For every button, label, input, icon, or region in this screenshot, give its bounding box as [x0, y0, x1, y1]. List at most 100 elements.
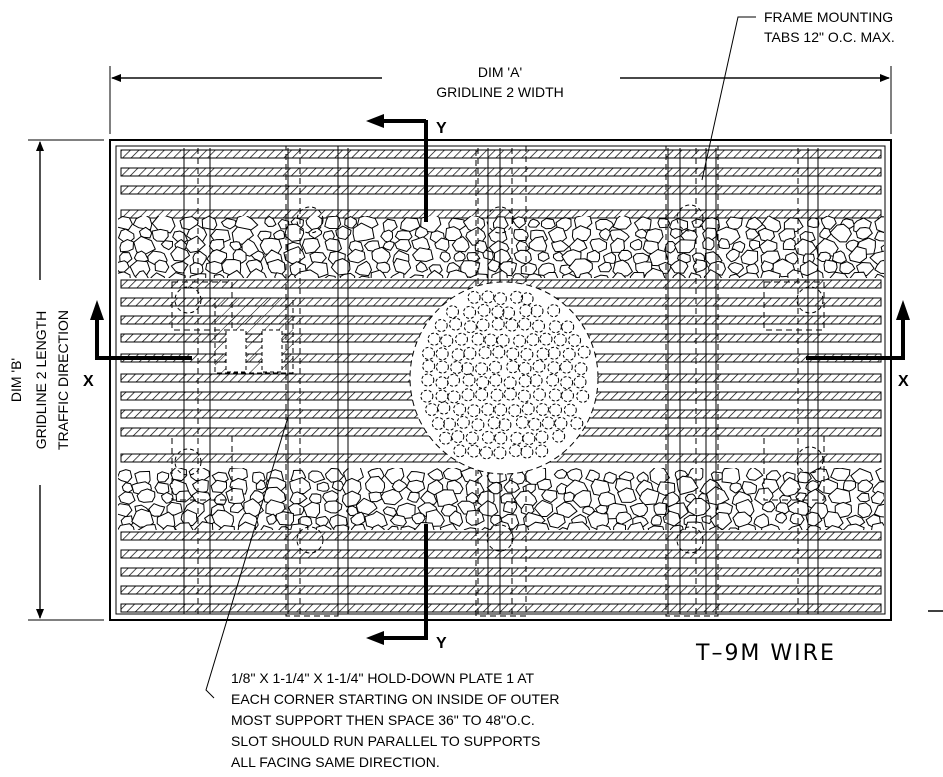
center-dashed-circle [528, 417, 542, 431]
rock [426, 269, 444, 278]
rock [857, 502, 873, 519]
rock [415, 261, 429, 273]
rock [168, 272, 186, 278]
rock [341, 490, 361, 508]
center-dashed-circle [431, 417, 445, 430]
rock [728, 527, 739, 530]
rock [874, 273, 884, 278]
y-bottom-label: Y [436, 635, 447, 652]
rock [855, 226, 873, 240]
rock [526, 273, 542, 278]
rock [829, 271, 849, 278]
rock [856, 492, 870, 503]
rock [324, 274, 336, 278]
center-dashed-circle [427, 332, 441, 346]
rock [543, 272, 559, 278]
center-dashed-circle [559, 360, 573, 374]
rock [185, 235, 206, 254]
frame-mounting-line2: TABS 12" O.C. MAX. [764, 29, 895, 45]
dim-b-sublabel: GRIDLINE 2 LENGTH [33, 311, 49, 449]
rock [278, 526, 291, 530]
rock [339, 272, 356, 278]
center-dashed-circle [510, 290, 524, 304]
rock [225, 487, 246, 506]
dashed-circle [486, 206, 514, 234]
rock [151, 216, 176, 234]
rock [419, 490, 438, 505]
rock [555, 501, 578, 519]
rock [825, 524, 843, 530]
center-dashed-circle [489, 373, 503, 387]
center-dashed-circle [508, 404, 522, 418]
hold-down-line5: ALL FACING SAME DIRECTION. [231, 754, 440, 770]
center-dashed-circle [465, 431, 479, 445]
rock [503, 479, 521, 493]
frame-outline [109, 139, 892, 621]
rock [571, 225, 591, 242]
rock [820, 216, 837, 230]
center-dashed-circle [576, 389, 590, 403]
dashed-circle [796, 446, 824, 474]
grating-bar [120, 567, 882, 577]
center-dashed-circle [547, 304, 561, 318]
rock [740, 249, 759, 266]
rock [308, 493, 322, 505]
rock [194, 521, 214, 530]
rock [688, 272, 702, 278]
rock [135, 270, 149, 278]
center-dashed-circle [563, 403, 577, 417]
rock [350, 511, 366, 527]
dim-a-sublabel: GRIDLINE 2 WIDTH [436, 84, 564, 100]
rock [842, 480, 857, 492]
rock [350, 523, 366, 530]
rock [725, 248, 740, 263]
rock [371, 524, 385, 530]
rock [213, 273, 225, 278]
rock [118, 260, 130, 273]
center-dashed-circle [484, 333, 498, 347]
rock [875, 468, 884, 482]
rock [807, 217, 820, 229]
rock [409, 274, 424, 278]
rock [170, 468, 187, 482]
center-dashed-circle [479, 446, 493, 460]
rock [316, 481, 330, 492]
rock [211, 509, 235, 529]
rock [871, 522, 884, 530]
rock [435, 489, 459, 507]
rock [166, 501, 183, 516]
center-dashed-circle [517, 389, 531, 403]
rock [405, 479, 426, 495]
hold-down-line4: SLOT SHOULD RUN PARALLEL TO SUPPORTS [231, 733, 540, 749]
rock [874, 230, 884, 242]
rock [502, 500, 518, 515]
drawing-title: T–9M WIRE [695, 641, 836, 666]
rock [400, 525, 416, 530]
center-dashed-circle [529, 374, 543, 387]
rock [191, 478, 209, 494]
rock [552, 251, 565, 262]
rock [540, 217, 556, 230]
rock [672, 272, 687, 278]
rock [290, 523, 309, 530]
rock [118, 271, 131, 278]
rock [703, 269, 723, 278]
rock [511, 216, 526, 229]
center-dashed-circle [467, 290, 481, 304]
rock [393, 257, 412, 275]
rock [208, 238, 225, 252]
rock [741, 480, 758, 496]
rock [118, 491, 136, 505]
rock [615, 511, 633, 525]
section-marker-y-top: Y [366, 114, 447, 222]
rock [673, 239, 696, 254]
rock [725, 216, 743, 230]
rock [118, 469, 133, 483]
rock [241, 238, 260, 257]
rock [710, 471, 724, 481]
center-dashed-circle [546, 373, 560, 387]
rock [761, 500, 776, 513]
rock [829, 223, 852, 243]
rock [352, 222, 375, 243]
dim-b-traffic: TRAFFIC DIRECTION [55, 310, 71, 450]
